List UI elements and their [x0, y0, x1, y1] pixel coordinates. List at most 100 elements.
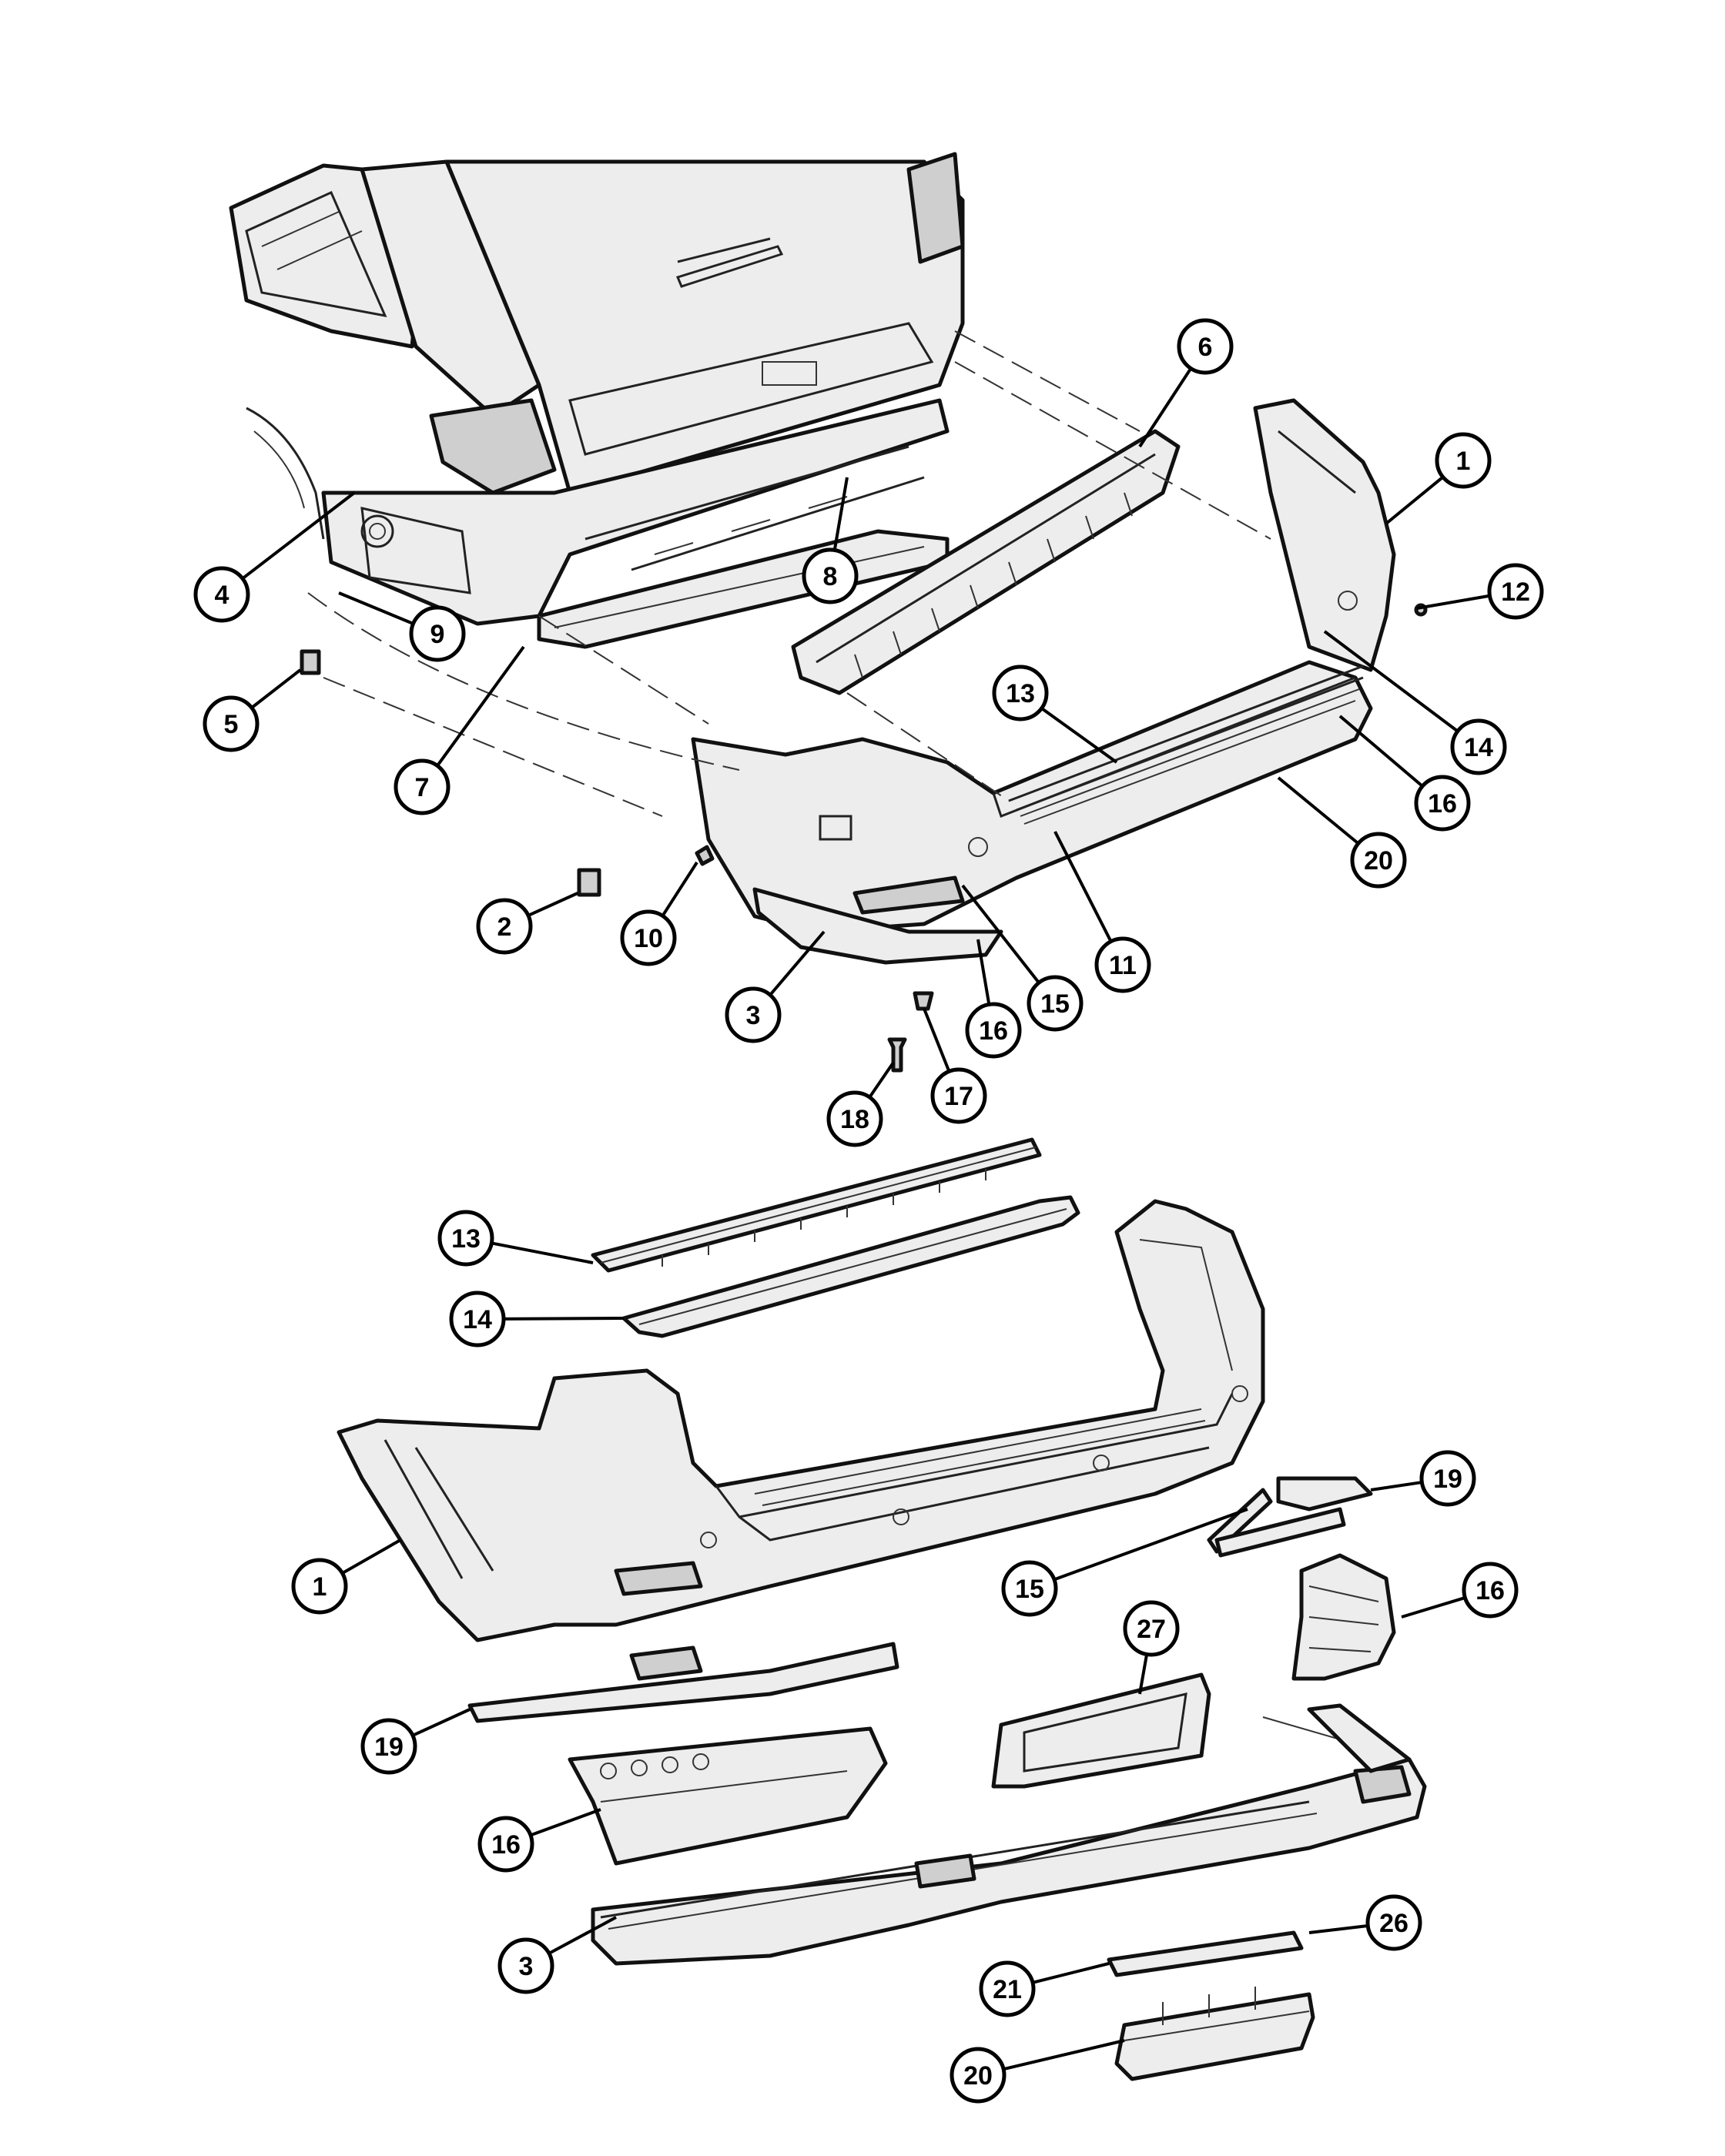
callout-number: 16 — [1428, 789, 1457, 819]
callout-c-3-top: 3 — [725, 930, 826, 1043]
callout-leader — [1338, 715, 1424, 788]
callout-number: 14 — [463, 1305, 492, 1334]
callout-number: 5 — [224, 710, 239, 739]
callout-circle — [979, 1960, 1036, 2017]
callout-circle — [291, 1558, 348, 1615]
callout-c-20-top: 20 — [1277, 776, 1407, 889]
callout-number: 9 — [430, 620, 445, 649]
part-6-energy-absorber — [791, 429, 1181, 695]
callout-number: 27 — [1137, 1615, 1166, 1644]
callout-c-10: 10 — [620, 861, 698, 966]
fasteners — [300, 603, 1428, 1073]
vehicle-rear-body — [229, 152, 965, 626]
part-5-clip — [300, 649, 321, 675]
callout-c-16-left: 16 — [477, 1808, 601, 1873]
callout-circle — [193, 566, 250, 623]
callout-circle — [409, 605, 466, 662]
callout-leader — [868, 1061, 895, 1099]
callout-number: 3 — [746, 1001, 761, 1030]
part-1-rear-fascia — [337, 1199, 1265, 1642]
callout-leader — [1138, 1654, 1149, 1695]
part-19-right-trim — [1214, 1476, 1373, 1558]
callout-circle — [394, 758, 451, 815]
callout-circle — [203, 695, 260, 752]
callout-c-13-top: 13 — [992, 665, 1118, 764]
callout-circle — [477, 1816, 534, 1873]
callout-number: 2 — [497, 912, 512, 942]
assembly-lines — [307, 330, 1271, 817]
callout-leader — [530, 1808, 601, 1837]
callout-number: 20 — [963, 2061, 993, 2091]
callout-number: 16 — [491, 1830, 521, 1860]
callout-leader — [1416, 594, 1490, 610]
callout-leader — [661, 861, 698, 917]
callout-leader — [1385, 476, 1444, 525]
callout-number: 16 — [979, 1016, 1008, 1046]
callout-leader — [491, 1241, 594, 1264]
callout-c-15-top: 15 — [961, 884, 1084, 1032]
callout-circle — [1462, 1562, 1519, 1619]
callout-c-2: 2 — [476, 892, 578, 955]
callout-c-3-bot: 3 — [497, 1916, 617, 1994]
callout-number: 1 — [1456, 447, 1471, 476]
callout-number: 17 — [944, 1082, 973, 1111]
callout-c-19-left: 19 — [360, 1708, 471, 1775]
callout-number: 21 — [993, 1975, 1022, 2004]
callout-number: 19 — [374, 1732, 404, 1762]
callout-circle — [1094, 936, 1151, 993]
callout-c-19-right: 19 — [1370, 1450, 1476, 1507]
callout-leader — [832, 477, 849, 551]
callout-leader — [976, 939, 991, 1005]
callout-circle — [476, 898, 533, 955]
callout-number: 16 — [1475, 1576, 1505, 1605]
callout-circle — [1414, 775, 1471, 832]
callout-c-6: 6 — [1138, 318, 1234, 448]
callout-leader — [1003, 2039, 1125, 2071]
callout-leader — [503, 1317, 625, 1321]
callout-circle — [1419, 1450, 1476, 1507]
callout-c-5: 5 — [203, 668, 302, 752]
callout-number: 13 — [451, 1224, 481, 1254]
callout-circle — [1450, 718, 1507, 775]
callout-c-12: 12 — [1416, 563, 1544, 620]
callout-c-4: 4 — [193, 491, 356, 623]
callout-leader — [528, 892, 578, 917]
callout-leader — [250, 668, 302, 709]
callout-leader — [1032, 1962, 1110, 1984]
callout-number: 4 — [215, 581, 229, 610]
callout-number: 11 — [1109, 951, 1137, 980]
callout-number: 14 — [1464, 733, 1493, 762]
callout-c-13-bot: 13 — [437, 1210, 594, 1267]
rear-fascia-assembly-top — [691, 660, 1373, 965]
callout-number: 15 — [1015, 1575, 1044, 1604]
callout-circle — [1177, 318, 1234, 375]
callout-leader — [1323, 630, 1459, 733]
part-3-lower-valance — [591, 1703, 1427, 1966]
callout-circle — [930, 1067, 987, 1124]
callout-leader — [1277, 776, 1360, 845]
callout-number: 18 — [840, 1105, 869, 1134]
callout-number: 13 — [1006, 679, 1035, 708]
callout-c-21: 21 — [979, 1960, 1110, 2017]
callout-leader — [1053, 831, 1113, 942]
callout-leader — [1370, 1481, 1422, 1491]
callout-number: 10 — [634, 924, 663, 953]
part-16-right-bracket — [1291, 1553, 1396, 1681]
callout-circle — [1123, 1600, 1180, 1657]
part-21-lower-trim — [1107, 1930, 1304, 1977]
callout-leader — [923, 1008, 951, 1073]
callout-circle — [1001, 1560, 1058, 1617]
callout-circle — [950, 2047, 1007, 2104]
callout-c-14-bot: 14 — [449, 1291, 625, 1348]
callout-number: 7 — [415, 773, 430, 802]
part-14-step-support — [621, 1195, 1080, 1338]
callout-leader — [1401, 1595, 1466, 1619]
callout-leader — [1053, 1508, 1248, 1582]
callout-leader — [1040, 707, 1118, 764]
callout-leader — [769, 930, 826, 996]
callout-leader — [1308, 1924, 1368, 1934]
callout-circle — [725, 986, 782, 1043]
callout-number: 6 — [1198, 333, 1213, 362]
part-10-screw — [695, 845, 715, 866]
